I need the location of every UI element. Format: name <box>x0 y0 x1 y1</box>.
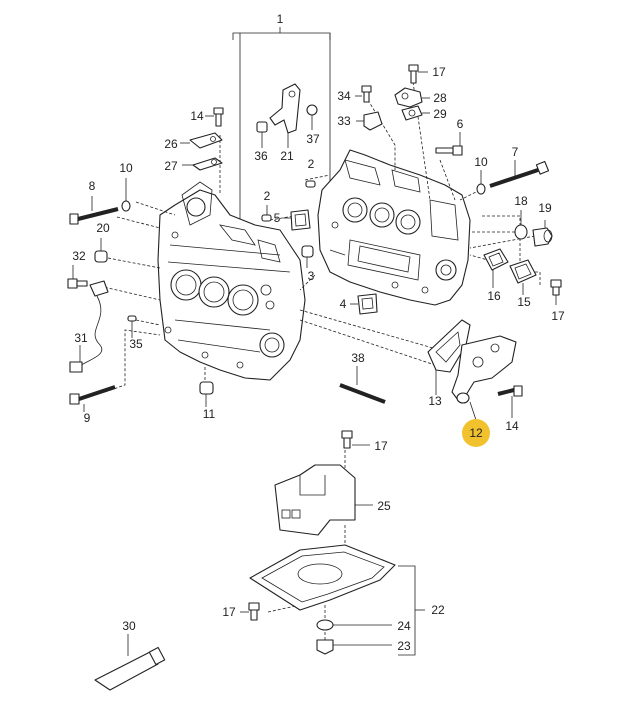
callout-17-middle: 17 <box>374 439 388 453</box>
gasket-27 <box>182 157 223 171</box>
callout-36: 36 <box>254 149 268 163</box>
callout-18: 18 <box>514 194 528 208</box>
oil-pan-gasket-22 <box>249 544 425 656</box>
callout-labels: 1 2 2 3 4 5 6 7 8 9 10 10 11 12 13 14 14… <box>72 12 565 653</box>
sealant-tube-30 <box>94 634 166 691</box>
callout-16: 16 <box>487 289 501 303</box>
callout-17-right: 17 <box>551 309 565 323</box>
callout-25: 25 <box>377 499 391 513</box>
callout-23: 23 <box>397 639 411 653</box>
nut-37 <box>306 104 318 130</box>
callout-6: 6 <box>457 117 464 131</box>
callout-26: 26 <box>164 137 178 151</box>
callout-11: 11 <box>203 407 216 421</box>
callout-2-left: 2 <box>264 189 271 203</box>
callout-15: 15 <box>517 295 531 309</box>
shield-25 <box>274 464 373 536</box>
bracket-21 <box>269 83 301 148</box>
callout-8: 8 <box>89 179 96 193</box>
bolt-14-lower <box>497 385 523 418</box>
bolt-17-top <box>408 64 428 84</box>
callout-10-left: 10 <box>119 161 133 175</box>
gasket-4 <box>350 293 378 315</box>
bolt-32 <box>67 265 88 289</box>
sleeve-20 <box>94 238 108 263</box>
sleeve-3 <box>301 245 314 268</box>
callout-27: 27 <box>164 159 178 173</box>
callout-10-right: 10 <box>474 155 488 169</box>
drain-plug-23 <box>316 639 392 655</box>
dowel-2-right <box>305 180 316 188</box>
callout-5: 5 <box>274 211 281 225</box>
bolt-14-upper <box>205 107 224 127</box>
stud-38 <box>339 366 386 404</box>
o-ring-10-right <box>476 170 486 195</box>
bolt-7 <box>489 160 550 188</box>
callout-29: 29 <box>433 107 447 121</box>
callout-20: 20 <box>96 221 110 235</box>
o-ring-18 <box>514 210 528 240</box>
washer-24 <box>316 619 392 631</box>
callout-32: 32 <box>72 249 86 263</box>
clamp-plate-28 <box>394 87 430 108</box>
callout-31: 31 <box>74 331 88 345</box>
bolt-34 <box>355 85 372 103</box>
holder-33 <box>356 111 383 131</box>
callout-13: 13 <box>428 394 442 408</box>
gasket-5 <box>283 209 311 231</box>
callout-17-top: 17 <box>432 65 446 79</box>
bolt-17-lower <box>240 602 260 621</box>
crankcase-left-half <box>157 181 306 381</box>
bolt-9 <box>69 385 116 412</box>
sleeve-36 <box>256 121 268 148</box>
sensor-31 <box>69 280 109 373</box>
gasket-29 <box>401 105 430 121</box>
callout-19: 19 <box>538 201 552 215</box>
callout-37: 37 <box>306 132 320 146</box>
callout-14-upper: 14 <box>190 109 204 123</box>
crankcase-right-half <box>317 149 471 306</box>
callout-38: 38 <box>351 351 365 365</box>
cover-15 <box>509 259 537 295</box>
plug-19 <box>532 220 553 247</box>
callout-28: 28 <box>433 91 447 105</box>
callout-35: 35 <box>129 337 143 351</box>
bolt-17-right <box>550 279 562 305</box>
callout-34: 34 <box>337 89 351 103</box>
bolt-17-middle <box>341 430 370 449</box>
highlight-marker-12 <box>462 419 490 447</box>
gasket-16 <box>483 248 509 288</box>
callout-7: 7 <box>512 145 519 159</box>
callout-14-lower: 14 <box>505 419 519 433</box>
callout-3: 3 <box>308 269 315 283</box>
o-ring-10-left <box>121 178 131 212</box>
bolt-6 <box>435 132 463 156</box>
callout-17-lower: 17 <box>222 605 236 619</box>
pin-35 <box>127 315 137 338</box>
assembly-bracket-1 <box>232 27 331 230</box>
callout-21: 21 <box>280 149 294 163</box>
cover-12 <box>451 335 517 421</box>
callout-24: 24 <box>397 619 411 633</box>
callout-30: 30 <box>122 619 136 633</box>
callout-4: 4 <box>340 297 347 311</box>
dowel-2-left <box>261 205 272 222</box>
bolt-8 <box>69 196 119 225</box>
sleeve-11 <box>199 381 214 407</box>
plate-26 <box>180 132 223 149</box>
callout-2-right: 2 <box>308 157 315 171</box>
callout-33: 33 <box>337 114 351 128</box>
callout-12: 12 <box>469 426 483 440</box>
callout-9: 9 <box>84 411 91 425</box>
callout-22: 22 <box>431 603 445 617</box>
callout-1: 1 <box>277 12 284 26</box>
